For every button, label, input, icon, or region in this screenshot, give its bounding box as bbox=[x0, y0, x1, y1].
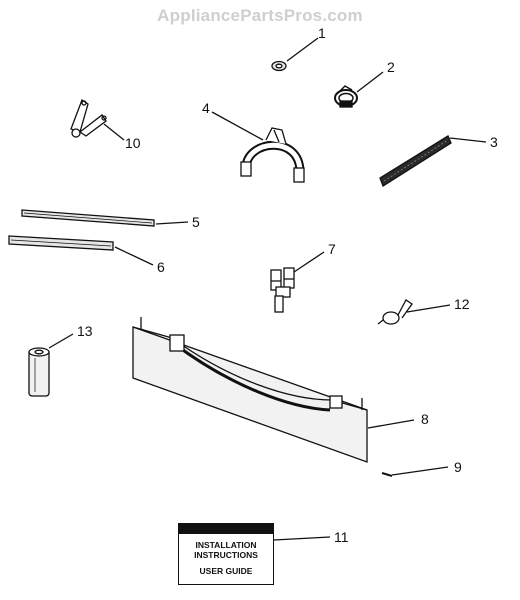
leader-line-5 bbox=[155, 221, 189, 225]
leader-line-8 bbox=[367, 419, 415, 429]
callout-9: 9 bbox=[454, 459, 462, 475]
leader-line-13 bbox=[48, 333, 74, 349]
part-7-fitting bbox=[270, 267, 295, 313]
leader-line-12 bbox=[406, 304, 451, 313]
part-9-screw bbox=[381, 472, 393, 477]
manual-header-band bbox=[179, 524, 273, 534]
callout-7: 7 bbox=[328, 241, 336, 257]
callout-6: 6 bbox=[157, 259, 165, 275]
part-11-manual: INSTALLATION INSTRUCTIONS USER GUIDE bbox=[178, 523, 274, 585]
manual-title-line-1: INSTALLATION bbox=[195, 540, 257, 550]
manual-title-line-2: INSTRUCTIONS bbox=[194, 550, 258, 560]
leader-line-7 bbox=[293, 251, 325, 273]
leader-line-6 bbox=[114, 246, 154, 266]
leader-line-4 bbox=[211, 111, 264, 141]
leader-line-3 bbox=[449, 137, 487, 143]
callout-1: 1 bbox=[318, 25, 326, 41]
part-8-toe-kick-panel bbox=[132, 317, 368, 463]
watermark: AppliancePartsPros.com bbox=[157, 6, 363, 25]
part-13-spacer bbox=[28, 347, 50, 397]
leader-line-9 bbox=[391, 466, 449, 476]
part-12-spring-clip bbox=[377, 299, 413, 325]
part-10-bracket bbox=[70, 99, 107, 138]
part-4-hose-bracket bbox=[240, 127, 305, 183]
part-1-washer bbox=[271, 60, 287, 72]
callout-5: 5 bbox=[192, 214, 200, 230]
callout-8: 8 bbox=[421, 411, 429, 427]
part-2-clamp bbox=[334, 85, 358, 108]
callout-11: 11 bbox=[334, 529, 349, 545]
callout-4: 4 bbox=[202, 100, 210, 116]
part-6-strip bbox=[8, 235, 114, 251]
manual-title-line-3: USER GUIDE bbox=[199, 566, 253, 576]
callout-3: 3 bbox=[490, 134, 498, 150]
callout-10: 10 bbox=[125, 135, 141, 151]
part-5-strip bbox=[21, 209, 155, 227]
leader-line-2 bbox=[356, 71, 384, 93]
callout-2: 2 bbox=[387, 59, 395, 75]
callout-12: 12 bbox=[454, 296, 470, 312]
part-3-seal-strip bbox=[379, 135, 452, 187]
callout-13: 13 bbox=[77, 323, 93, 339]
leader-line-1 bbox=[286, 37, 319, 62]
leader-line-10 bbox=[103, 123, 125, 141]
leader-line-11 bbox=[273, 536, 331, 541]
